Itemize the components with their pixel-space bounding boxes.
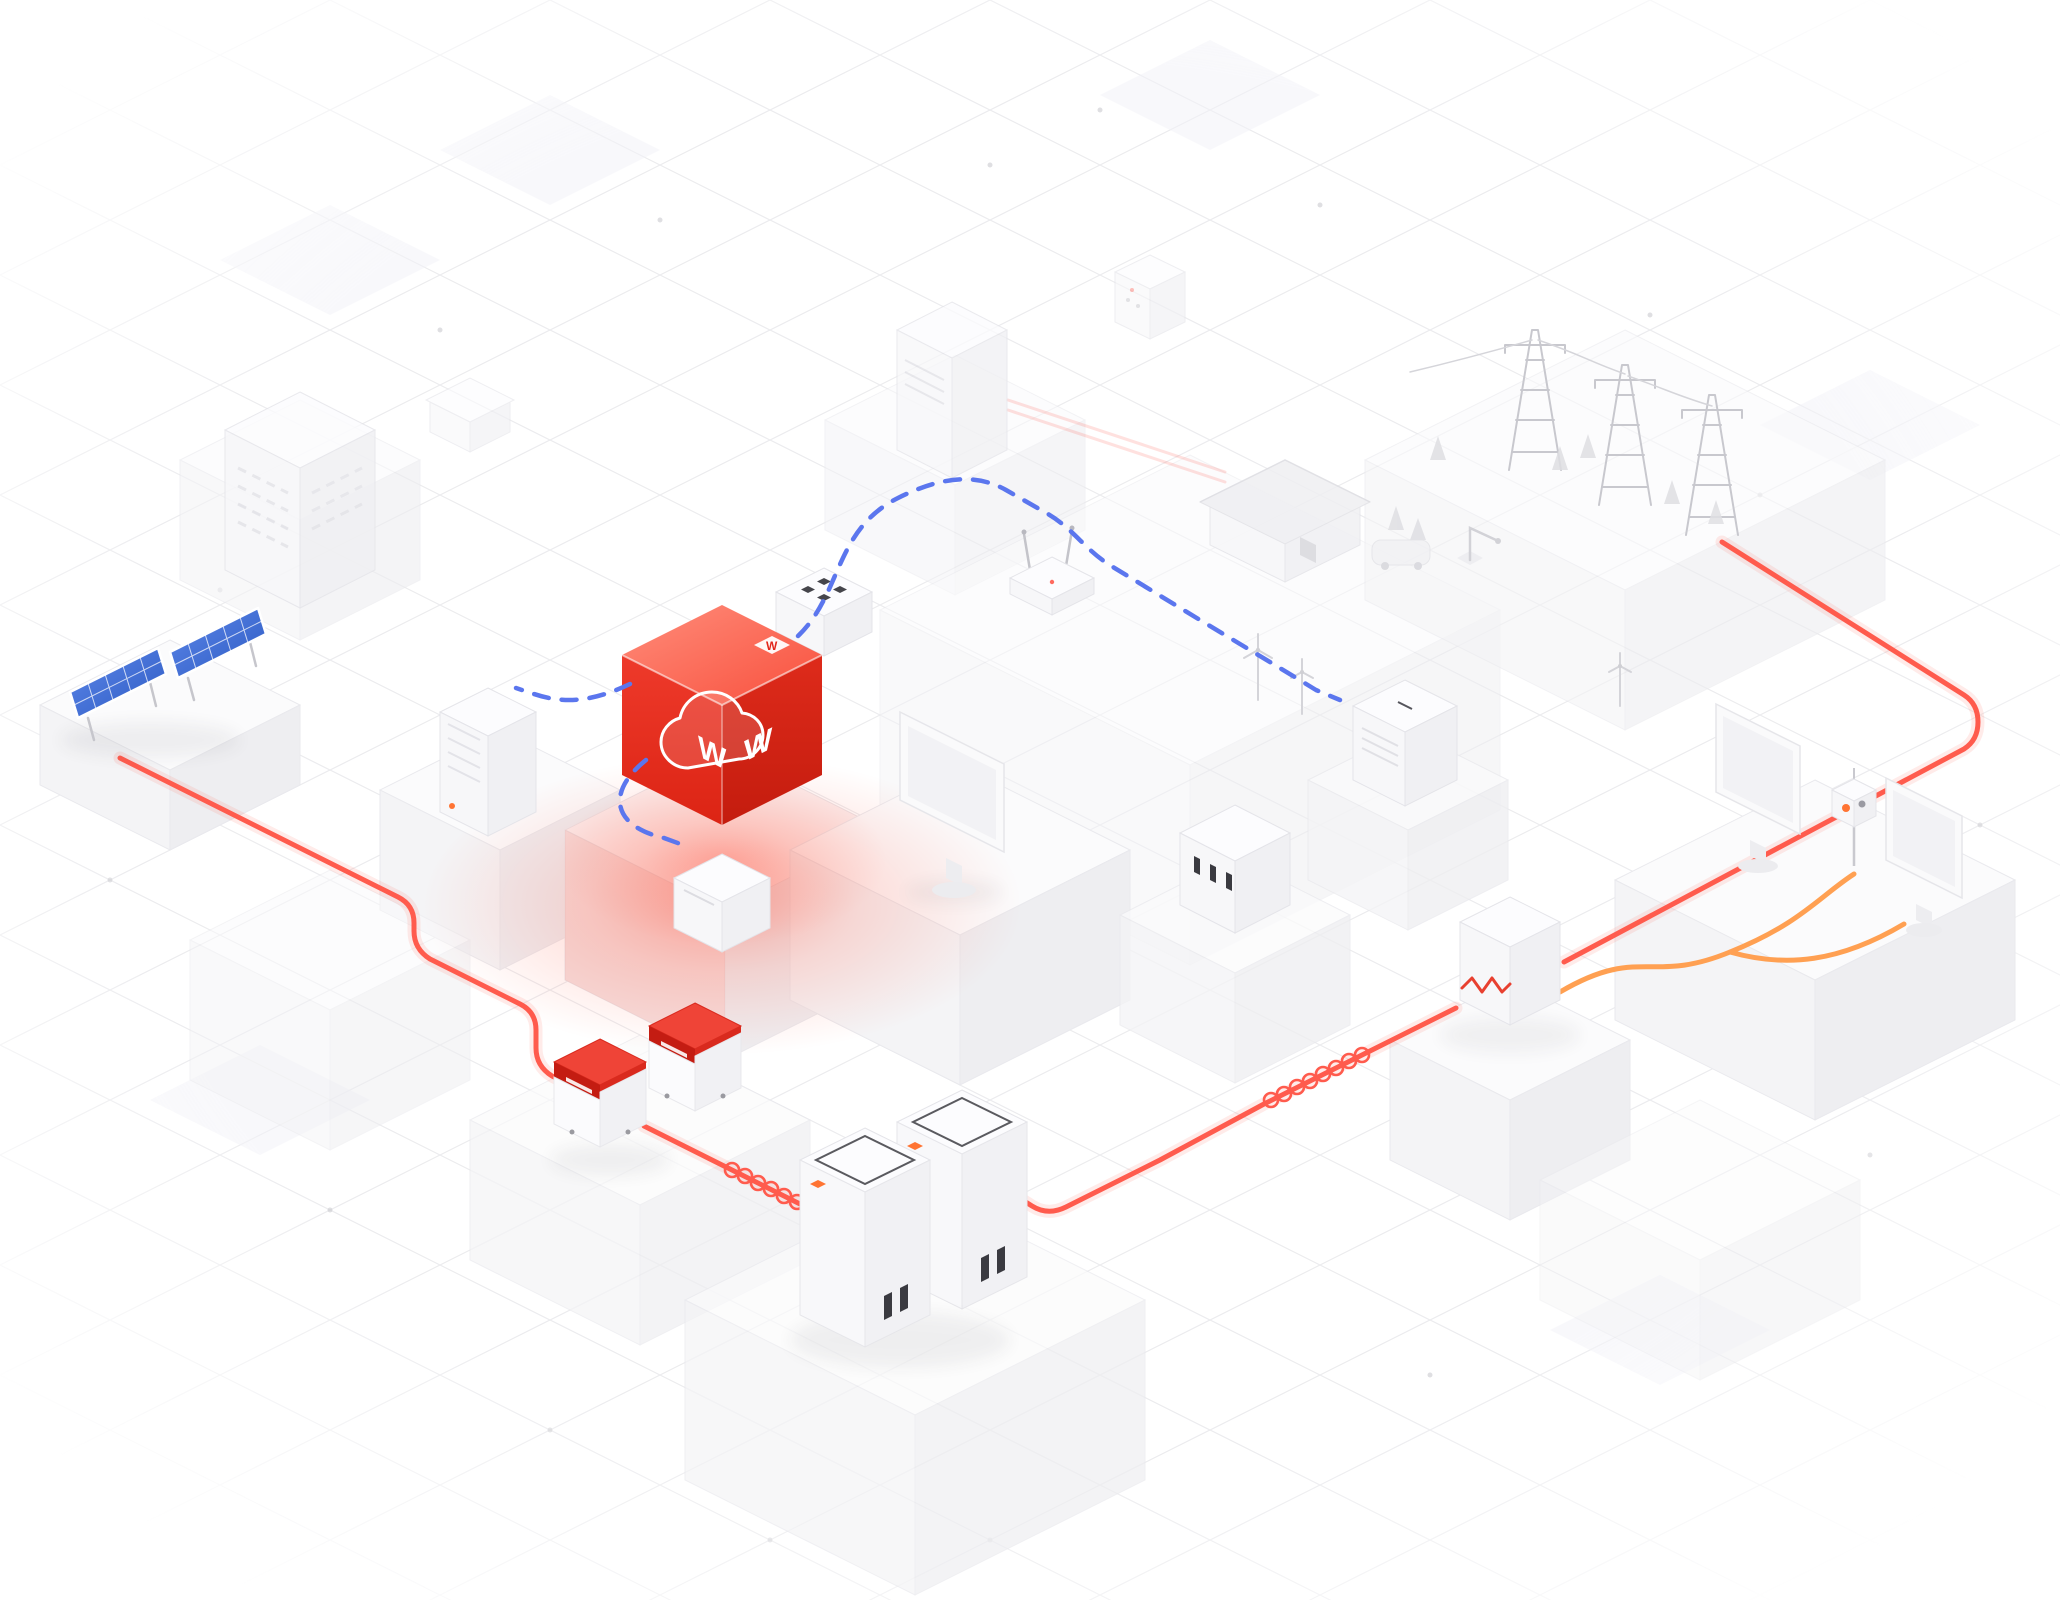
hub-letter-top: W — [766, 639, 778, 653]
battery-terminal — [1397, 701, 1413, 710]
smart-meter — [1830, 768, 1878, 866]
cabinet-top-rim — [910, 1096, 1014, 1148]
resistor-device — [1440, 896, 1580, 1053]
battery-slot — [981, 1254, 989, 1282]
battery-cabinet-1 — [790, 1127, 1010, 1368]
router — [1008, 525, 1096, 616]
vent-slots — [1194, 856, 1232, 891]
data-line-hub-gateway — [513, 681, 633, 703]
monitor-center — [899, 710, 1005, 904]
battery-badge — [907, 1142, 923, 1150]
house — [1198, 459, 1372, 583]
status-led — [1130, 288, 1134, 292]
vent-box — [1178, 804, 1292, 934]
wind-turbine — [1243, 633, 1273, 701]
resistor-symbol — [1460, 976, 1512, 994]
orange-line-branch-monitor — [1727, 921, 1907, 963]
inverter-1 — [550, 1038, 670, 1176]
data-line-hub-router-battery — [795, 477, 1343, 703]
cube-left-face — [622, 655, 722, 825]
meter-led-orange — [1842, 804, 1850, 812]
meter-led-gray — [1858, 800, 1866, 808]
trees — [1388, 434, 1724, 540]
screen-panel — [908, 726, 996, 840]
cabinet-top-rim — [813, 1134, 917, 1186]
platform-server-cabinet — [823, 354, 1087, 596]
battery-vents — [1361, 727, 1399, 767]
cabinet-vents — [904, 359, 945, 405]
wind-turbines — [1243, 633, 1632, 715]
inverter-label — [661, 1041, 687, 1058]
orange-lines — [1557, 871, 1907, 995]
battery-slot — [997, 1246, 1005, 1274]
monitor-stand — [946, 858, 962, 886]
cube-right-face — [722, 655, 822, 825]
monitor-stand — [1916, 904, 1932, 928]
solar-panel — [168, 606, 268, 702]
platform-left-mid — [188, 869, 472, 1151]
panel-switches — [801, 578, 847, 601]
hub-top-tag — [754, 636, 790, 654]
gateway-vents — [447, 723, 481, 783]
mini-device — [1113, 254, 1187, 340]
monitor-right-2 — [1885, 776, 1963, 937]
monitor-stand — [1750, 840, 1766, 864]
charger-arm — [1468, 526, 1498, 562]
power-line-grid — [1557, 535, 1985, 969]
power-line-solar-inverters — [113, 751, 607, 1107]
roof-ridge — [1199, 459, 1371, 503]
barn — [424, 377, 516, 453]
solar-panel — [68, 646, 168, 742]
platform-bottom-right — [1538, 1099, 1862, 1381]
monitor-right-1 — [1715, 702, 1801, 873]
power-line-faint-pair — [1006, 398, 1227, 484]
battery-badge — [810, 1180, 826, 1188]
data-lines — [513, 477, 1343, 849]
office-building — [223, 391, 377, 609]
pylon-2 — [1594, 364, 1656, 506]
server-cabinet — [895, 301, 1009, 479]
solar-panels — [60, 606, 268, 758]
pylon-1 — [1504, 329, 1566, 471]
wind-turbine — [1608, 652, 1632, 707]
transmission-towers — [1409, 329, 1743, 536]
cloud-icon — [659, 690, 765, 770]
data-line-hub-edge-box — [617, 757, 689, 849]
house-door — [1300, 537, 1316, 563]
router-antennas — [1022, 528, 1074, 572]
ev-charger — [1457, 526, 1501, 565]
gateway-cabinet — [438, 687, 538, 837]
coil-right — [1262, 1046, 1371, 1109]
control-panel — [774, 567, 874, 657]
edge-box — [672, 853, 772, 953]
power-wires — [1409, 339, 1713, 407]
power-line-device-batteries — [965, 1001, 1463, 1218]
inverter-label — [566, 1077, 592, 1094]
router-led — [1049, 579, 1055, 585]
gateway-led — [449, 803, 455, 809]
car — [1371, 539, 1431, 570]
inverter-2 — [647, 1002, 743, 1112]
battery-slot — [900, 1284, 908, 1312]
platform-towers — [1363, 329, 1887, 731]
home-battery — [1351, 679, 1459, 807]
battery-slot — [884, 1292, 892, 1320]
